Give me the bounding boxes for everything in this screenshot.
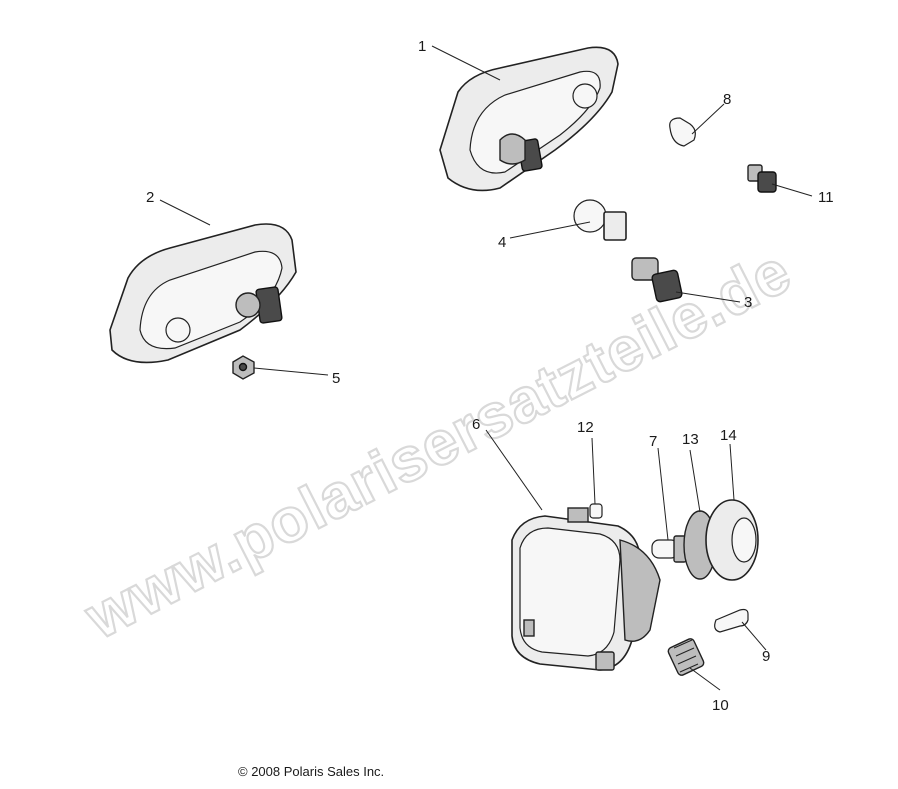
callout-labels: 1 2 3 4 5 6 7 8 9 10 11 12 13 14 <box>146 38 834 714</box>
headlight-bulb-small <box>589 503 603 519</box>
wedge-bulb <box>573 199 627 241</box>
hex-nut <box>232 355 255 380</box>
callout-5: 5 <box>332 370 340 387</box>
callout-11: 11 <box>818 189 834 206</box>
callout-14: 14 <box>720 427 737 444</box>
small-bulb <box>669 117 696 147</box>
pivot-pin <box>714 608 749 633</box>
tail-light-lower <box>109 223 297 364</box>
callout-9: 9 <box>762 648 770 665</box>
headlight-bulb <box>651 535 687 563</box>
callout-3: 3 <box>744 294 752 311</box>
headlight-housing <box>511 507 661 671</box>
headlight-cap <box>705 499 759 581</box>
copyright-notice: © 2008 Polaris Sales Inc. <box>238 764 385 779</box>
tail-light-upper <box>439 46 619 192</box>
callout-7: 7 <box>649 433 657 450</box>
callout-10: 10 <box>712 697 729 714</box>
small-socket <box>747 164 777 193</box>
callout-13: 13 <box>682 431 699 448</box>
bulb-socket <box>631 257 683 303</box>
callout-12: 12 <box>577 419 594 436</box>
callout-2: 2 <box>146 189 154 206</box>
callout-8: 8 <box>723 91 731 108</box>
callout-1: 1 <box>418 38 426 55</box>
callout-6: 6 <box>472 416 480 433</box>
callout-4: 4 <box>498 234 506 251</box>
adjuster-spring <box>667 638 705 676</box>
leader-lines <box>159 45 813 691</box>
